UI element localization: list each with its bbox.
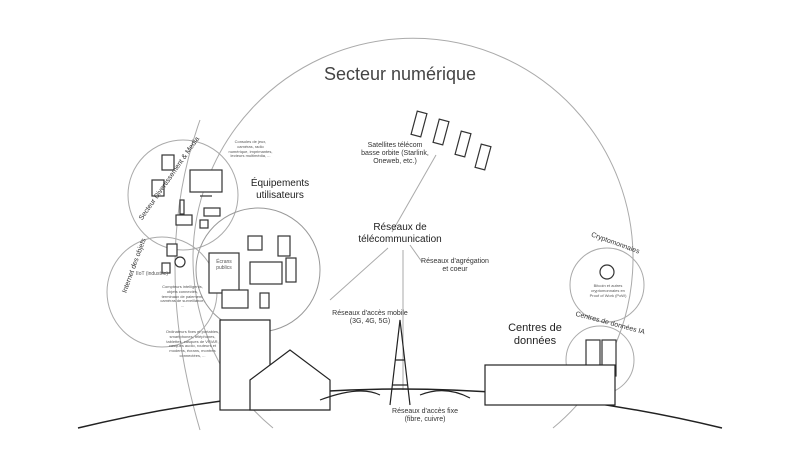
cell-tower: [389, 319, 411, 406]
satellite-link: [391, 154, 437, 233]
label-telecom-networks: Réseaux de télécommunication: [358, 222, 442, 245]
equipment-boundary: [174, 119, 201, 431]
aggregation-link: [409, 244, 423, 263]
ground-line: [77, 388, 723, 429]
entertainment-circle: [127, 139, 239, 251]
buildings: [219, 319, 616, 411]
label-mobile-access: Réseaux d'accès mobile (3G, 4G, 5G): [332, 310, 408, 326]
label-aggregation: Réseaux d'agrégation et coeur: [421, 258, 489, 274]
label-fixed-access: Réseaux d'accès fixe (fibre, cuivre): [392, 408, 458, 424]
house: [249, 349, 331, 411]
diagram-title: Secteur numérique: [323, 64, 477, 84]
crypto-description: Bitcoin et autres cryptomonnaies en Proo…: [589, 283, 627, 298]
equipment-description: Ordinateurs fixes et portables, smartpho…: [165, 329, 220, 358]
label-satellites: Satellites télécom basse orbite (Starlin…: [361, 142, 429, 166]
label-user-equipment: Équipements utilisateurs: [250, 178, 310, 201]
entertainment-description: Consoles de jeux, caméras, radio numériq…: [228, 139, 273, 159]
digital-sector-circle: [192, 37, 634, 429]
label-public-screens: Écrans publics: [216, 259, 232, 271]
crypto-circle: [569, 247, 645, 323]
label-datacenters: Centres de données: [508, 322, 562, 347]
power-lines: [319, 390, 471, 401]
datacenter-building: [484, 364, 616, 406]
label-iiot: IIoT (industrie): [135, 271, 169, 277]
iot-description: Compteurs intelligents, objets connectés…: [160, 284, 205, 309]
mobile-link: [329, 247, 389, 301]
satellite-icons: [410, 110, 492, 171]
